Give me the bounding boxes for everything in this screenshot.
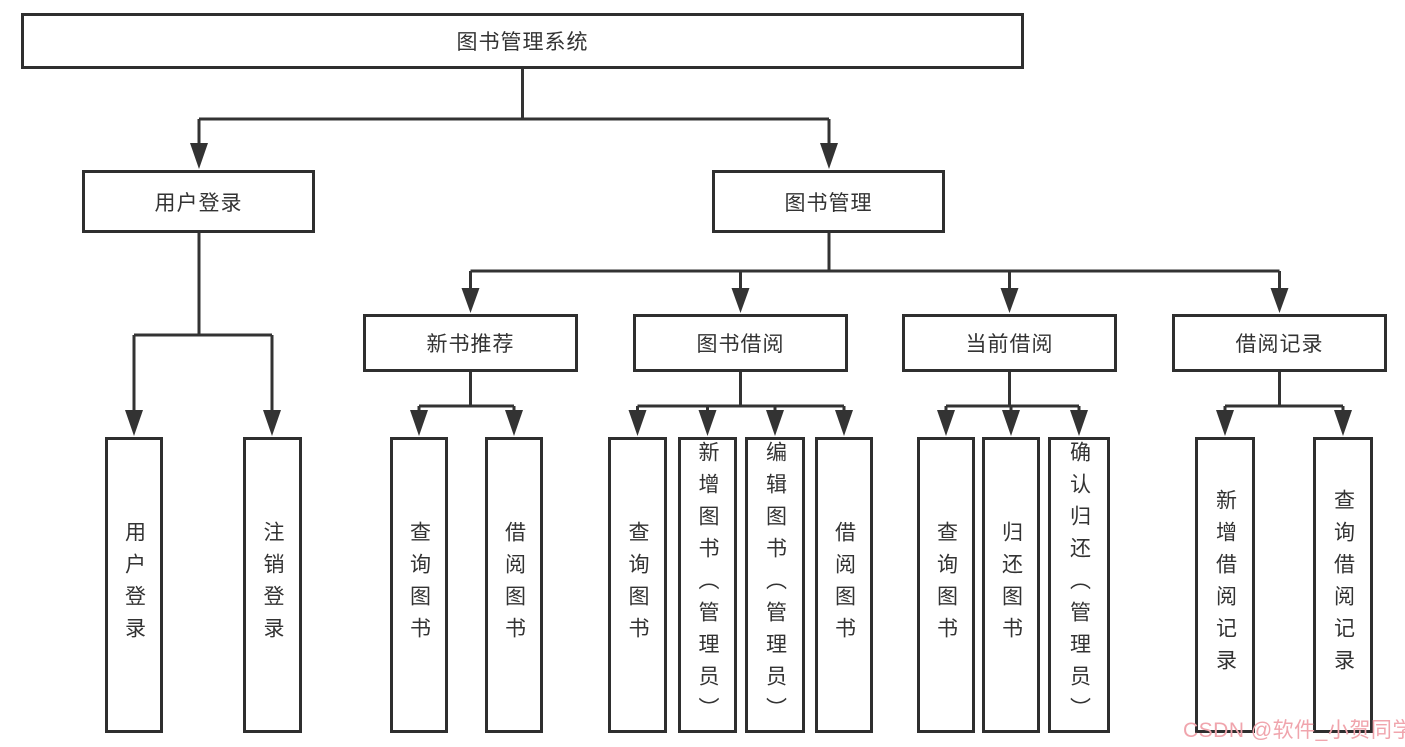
leaf-return-book: 归还图书 xyxy=(982,437,1040,733)
node-label: 借阅记录 xyxy=(1235,333,1324,356)
csdn-watermark: CSDN @软件_小贺同学 xyxy=(1183,719,1405,742)
leaf-logout: 注销登录 xyxy=(243,437,302,733)
node-current-borrow: 当前借阅 xyxy=(902,314,1117,372)
arrowhead-icon xyxy=(835,410,853,436)
arrowhead-icon xyxy=(190,143,208,169)
leaf-label: 编辑图书（管理员） xyxy=(763,441,787,729)
leaf-label: 归还图书 xyxy=(999,521,1023,649)
leaf-add-borrow-record: 新增借阅记录 xyxy=(1195,437,1255,733)
arrowhead-icon xyxy=(1000,288,1019,313)
arrowhead-icon xyxy=(628,410,647,436)
arrowhead-icon xyxy=(461,288,480,313)
leaf-label: 新增借阅记录 xyxy=(1213,489,1237,681)
leaf-borrow-book: 借阅图书 xyxy=(815,437,873,733)
arrowhead-icon xyxy=(1270,288,1289,313)
node-library-management-system: 图书管理系统 xyxy=(21,13,1024,69)
node-label: 图书管理 xyxy=(784,191,873,215)
node-label: 新书推荐 xyxy=(426,333,515,356)
leaf-add-book-admin: 新增图书（管理员） xyxy=(678,437,737,733)
leaf-user-login: 用户登录 xyxy=(105,437,163,733)
node-borrow-record: 借阅记录 xyxy=(1172,314,1387,372)
arrowhead-icon xyxy=(263,410,281,436)
arrowhead-icon xyxy=(1002,410,1020,436)
arrowhead-icon xyxy=(1334,410,1352,436)
arrowhead-icon xyxy=(1070,410,1088,436)
leaf-label: 查询借阅记录 xyxy=(1331,489,1355,681)
node-user-login: 用户登录 xyxy=(82,170,315,233)
leaf-label: 注销登录 xyxy=(261,521,285,649)
leaf-label: 借阅图书 xyxy=(502,521,526,649)
arrowhead-icon xyxy=(698,410,717,436)
leaf-label: 查询图书 xyxy=(626,521,650,649)
leaf-label: 确认归还（管理员） xyxy=(1067,441,1091,729)
arrowhead-icon xyxy=(766,410,784,436)
leaf-query-book: 查询图书 xyxy=(608,437,667,733)
leaf-query-borrow-record: 查询借阅记录 xyxy=(1313,437,1373,733)
arrowhead-icon xyxy=(937,410,955,436)
node-label: 用户登录 xyxy=(154,191,243,215)
leaf-query-book: 查询图书 xyxy=(390,437,448,733)
connector-arrowheads xyxy=(125,143,1352,436)
leaf-label: 查询图书 xyxy=(407,521,431,649)
node-label: 图书借阅 xyxy=(696,333,785,356)
leaf-confirm-return-admin: 确认归还（管理员） xyxy=(1048,437,1110,733)
node-book-management: 图书管理 xyxy=(712,170,945,233)
leaf-label: 用户登录 xyxy=(122,521,146,649)
leaf-query-book: 查询图书 xyxy=(917,437,975,733)
leaf-edit-book-admin: 编辑图书（管理员） xyxy=(745,437,805,733)
node-label: 图书管理系统 xyxy=(456,31,589,54)
node-book-borrow: 图书借阅 xyxy=(633,314,848,372)
arrowhead-icon xyxy=(1216,410,1234,436)
leaf-label: 查询图书 xyxy=(934,521,958,649)
leaf-label: 新增图书（管理员） xyxy=(696,441,720,729)
arrowhead-icon xyxy=(820,143,838,169)
node-new-book-recommend: 新书推荐 xyxy=(363,314,578,372)
arrowhead-icon xyxy=(410,410,428,436)
arrowhead-icon xyxy=(125,410,143,436)
node-label: 当前借阅 xyxy=(965,333,1054,356)
leaf-label: 借阅图书 xyxy=(832,521,856,649)
leaf-borrow-book: 借阅图书 xyxy=(485,437,543,733)
arrowhead-icon xyxy=(731,288,750,313)
arrowhead-icon xyxy=(505,410,523,436)
